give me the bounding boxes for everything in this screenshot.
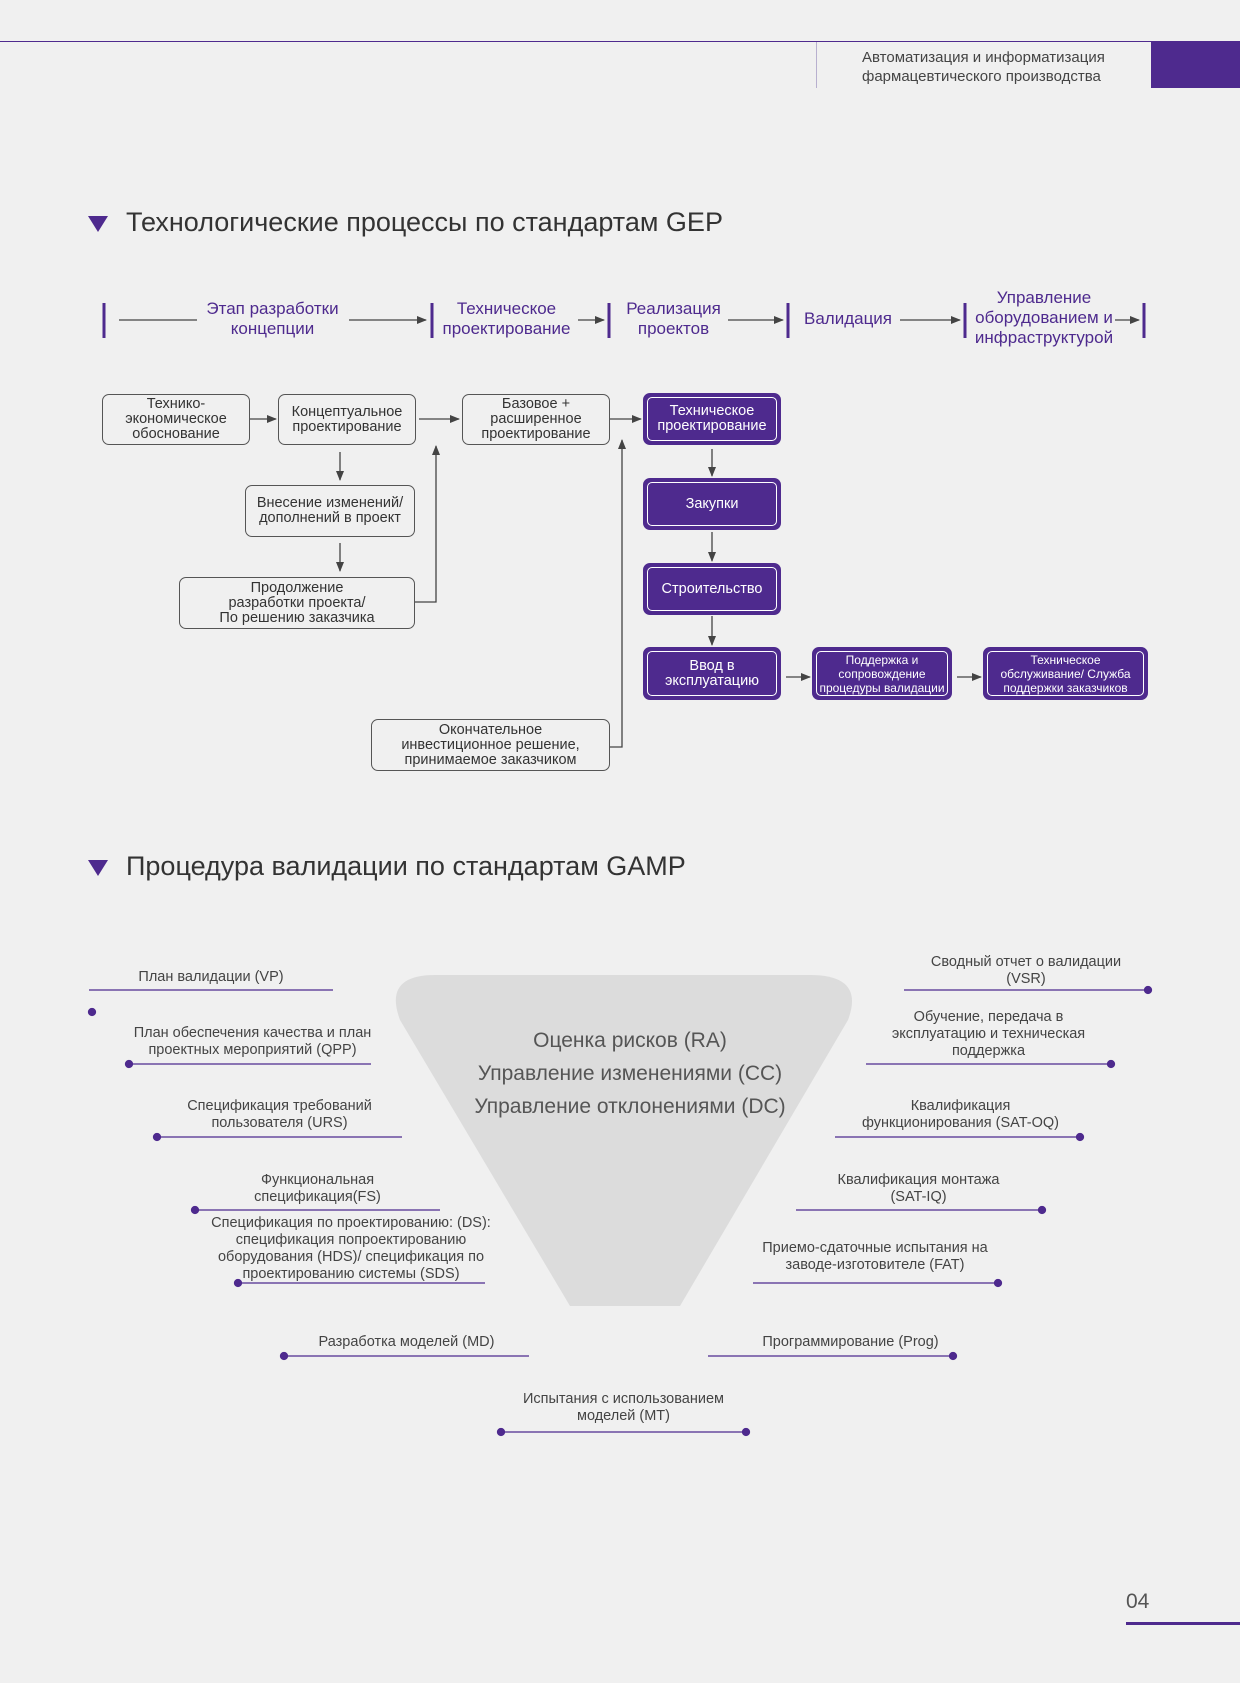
phase-tech-design: Техническое проектирование (442, 299, 571, 338)
right-dot (1037, 1205, 1047, 1215)
gep-diagram-connectors (102, 303, 1146, 748)
section-marker-icon (88, 860, 108, 876)
box-procurement: Закупки (643, 478, 781, 530)
right-dot (993, 1278, 1003, 1288)
left-item-urs: Спецификация требований пользователя (UR… (187, 1098, 372, 1131)
center-risk-assessment: Оценка рисков (RA) (533, 1029, 727, 1052)
phase-concept: Этап разработки концепции (206, 299, 339, 338)
box-maintenance: Техническое обслуживание/ Служба поддерж… (983, 647, 1148, 700)
box-feasibility: Технико- экономическое обоснование (102, 394, 250, 445)
header-rule (0, 41, 1240, 42)
right-item-prog: Программирование (Prog) (762, 1334, 939, 1350)
box-changes: Внесение изменений/ дополнений в проект (245, 485, 415, 537)
page-number: 04 (1126, 1590, 1150, 1613)
bottom-item-mt: Испытания с использованием моделей (МТ) (522, 1391, 724, 1424)
right-item-vsr: Сводный отчет о валидации (VSR) (930, 954, 1122, 987)
center-change-management: Управление изменениями (CC) (477, 1062, 783, 1085)
box-continue: Продолжение разработки проекта/ По решен… (179, 577, 415, 629)
bottom-dot (741, 1427, 751, 1437)
left-dot (124, 1059, 134, 1069)
box-conceptual: Концептуальное проектирование (278, 394, 416, 445)
section-gep-title: Технологические процессы по стандартам G… (126, 207, 723, 237)
right-item-fat: Приемо-сдаточные испытания на заводе-изг… (762, 1240, 988, 1273)
gamp-funnel-shape (395, 975, 853, 1306)
left-dot (233, 1278, 243, 1288)
right-dot (1106, 1059, 1116, 1069)
right-dot (1075, 1132, 1085, 1142)
phase-validation: Валидация (803, 309, 893, 328)
box-commissioning-label: Ввод в эксплуатацию (664, 657, 760, 689)
left-dot (279, 1351, 289, 1361)
right-item-training: Обучение, передача в эксплуатацию и техн… (891, 1009, 1086, 1059)
left-item-fs: Функциональная спецификация(FS) (254, 1172, 381, 1205)
header-title: Автоматизация и информатизация фармацевт… (862, 48, 1105, 86)
left-item-vp: План валидации (VP) (138, 969, 284, 985)
section-gamp-title: Процедура валидации по стандартам GAMP (126, 851, 686, 881)
box-basic-design: Базовое + расширенное проектирование (462, 394, 610, 445)
box-tech-design-stage: Техническое проектирование (643, 393, 781, 445)
left-dot (87, 1007, 97, 1017)
left-dot (190, 1205, 200, 1215)
box-maintenance-label: Техническое обслуживание/ Служба поддерж… (1000, 652, 1131, 695)
box-validation-support: Поддержка и сопровождение процедуры вали… (812, 647, 952, 700)
header-title-line2: фармацевтического производства (862, 68, 1101, 85)
header-title-line1: Автоматизация и информатизация (862, 49, 1105, 66)
right-dot (1143, 985, 1153, 995)
header-divider (816, 42, 817, 88)
box-construction: Строительство (643, 563, 781, 615)
box-validation-support-label: Поддержка и сопровождение процедуры вали… (819, 652, 945, 695)
page-number-bar (1126, 1622, 1240, 1625)
box-construction-label: Строительство (661, 580, 763, 597)
box-final-decision: Окончательное инвестиционное решение, пр… (371, 719, 610, 771)
left-item-md: Разработка моделей (MD) (318, 1334, 495, 1350)
bottom-dot (496, 1427, 506, 1437)
box-tech-design-stage-label: Техническое проектирование (657, 403, 767, 434)
center-deviation-management: Управление отклонениями (DC) (474, 1095, 786, 1118)
gamp-center-text: Оценка рисков (RA) Управление изменениям… (430, 1024, 830, 1123)
right-item-sat-iq: Квалификация монтажа (SAT-IQ) (837, 1172, 1000, 1205)
box-procurement-label: Закупки (685, 495, 739, 512)
flow-arrow (415, 445, 440, 603)
left-item-ds: Спецификация по проектированию: (DS): сп… (211, 1215, 491, 1282)
right-dot (948, 1351, 958, 1361)
phase-implementation: Реализация проектов (626, 299, 721, 338)
left-item-qpp: План обеспечения качества и план проектн… (133, 1025, 372, 1058)
section-marker-icon (88, 216, 108, 232)
flow-arrow (610, 439, 626, 748)
right-item-sat-oq: Квалификация функционирования (SAT-OQ) (861, 1098, 1060, 1131)
left-dot (152, 1132, 162, 1142)
phase-equipment-management: Управление оборудованием и инфраструктур… (974, 288, 1114, 347)
header-accent-block (1151, 42, 1240, 88)
